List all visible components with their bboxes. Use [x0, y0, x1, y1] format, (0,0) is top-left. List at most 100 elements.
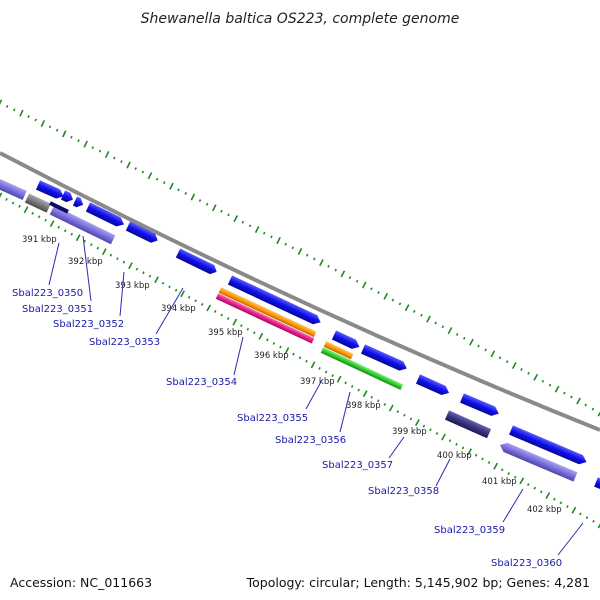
- gc-tick: [240, 324, 243, 328]
- gc-tick: [276, 236, 281, 244]
- gc-tick: [533, 486, 537, 490]
- gc-tick: [180, 290, 186, 298]
- gc-tick: [441, 325, 445, 329]
- gene-label-sbal223-0354[interactable]: Sbal223_0354: [166, 377, 237, 388]
- gc-tick: [448, 439, 452, 443]
- green-annotation-bar[interactable]: [320, 347, 404, 390]
- gc-tick: [174, 288, 178, 292]
- gene-feature[interactable]: [498, 440, 578, 482]
- scale-label: 401 kbp: [482, 477, 517, 487]
- gc-tick: [49, 220, 55, 228]
- gc-tick: [511, 362, 517, 369]
- gc-tick: [507, 472, 510, 475]
- gene-label-sbal223-0355[interactable]: Sbal223_0355: [237, 413, 308, 424]
- scale-label: 399 kbp: [392, 427, 427, 437]
- gene-label-sbal223-0353[interactable]: Sbal223_0353: [89, 337, 160, 348]
- gc-tick: [350, 385, 354, 388]
- gene-feature[interactable]: [0, 175, 27, 201]
- gc-tick: [481, 457, 484, 461]
- gene-label-sbal223-0357[interactable]: Sbal223_0357: [322, 460, 393, 471]
- gc-tick: [576, 397, 581, 405]
- gene-label-sbal223-0359[interactable]: Sbal223_0359: [434, 525, 505, 536]
- gc-tick: [334, 268, 338, 272]
- gene-label-sbal223-0350[interactable]: Sbal223_0350: [12, 288, 83, 299]
- gene-feature[interactable]: [594, 477, 600, 490]
- gene-feature[interactable]: [360, 344, 409, 373]
- gc-tick: [597, 523, 600, 529]
- gc-tick: [592, 519, 595, 523]
- gc-tick: [348, 276, 352, 279]
- gc-tick: [403, 413, 406, 417]
- gene-feature[interactable]: [60, 190, 75, 204]
- orange-annotation-bar[interactable]: [323, 341, 354, 360]
- gene-feature[interactable]: [125, 221, 160, 245]
- gc-tick: [248, 224, 252, 228]
- gene-feature[interactable]: [49, 201, 69, 214]
- gene-label-sbal223-0352[interactable]: Sbal223_0352: [53, 319, 124, 330]
- gc-tick: [298, 356, 302, 360]
- gene-label-sbal223-0358[interactable]: Sbal223_0358: [368, 486, 439, 497]
- gc-tick: [493, 462, 499, 470]
- gc-tick: [134, 167, 137, 170]
- gene-feature[interactable]: [85, 202, 126, 230]
- gc-tick: [527, 371, 530, 375]
- gc-tick: [305, 359, 308, 363]
- gc-tick: [206, 304, 212, 312]
- gene-feature[interactable]: [227, 275, 323, 326]
- gene-feature[interactable]: [49, 205, 116, 245]
- gene-feature[interactable]: [509, 425, 588, 466]
- gene-label-sbal223-0351[interactable]: Sbal223_0351: [22, 304, 93, 315]
- leader-line: [233, 336, 244, 376]
- label-leader-lines: [48, 235, 584, 556]
- gene-feature[interactable]: [72, 196, 85, 209]
- gc-tick: [0, 99, 3, 105]
- leader-line: [502, 488, 524, 523]
- gc-tick: [63, 229, 67, 233]
- gc-tick: [370, 395, 374, 399]
- gc-tick: [520, 368, 523, 371]
- gene-label-sbal223-0360[interactable]: Sbal223_0360: [491, 558, 562, 569]
- genome-backbone: [0, 151, 600, 432]
- gc-tick: [579, 512, 582, 516]
- gc-tick: [11, 201, 15, 205]
- gc-tick: [194, 299, 197, 303]
- magenta-annotation-bar[interactable]: [215, 293, 315, 344]
- gc-tick: [585, 516, 589, 520]
- gc-tick: [109, 253, 113, 257]
- scale-label: 396 kbp: [254, 351, 289, 361]
- gc-tick: [331, 374, 334, 378]
- gene-feature[interactable]: [460, 393, 501, 418]
- gene-feature[interactable]: [331, 330, 362, 351]
- gc-tick: [141, 170, 145, 174]
- gc-tick: [336, 375, 342, 383]
- gene-feature[interactable]: [444, 410, 492, 439]
- gene-feature[interactable]: [175, 248, 219, 277]
- leader-line: [435, 458, 451, 487]
- scale-label: 393 kbp: [115, 281, 150, 291]
- gc-tick: [484, 348, 487, 352]
- gc-tick: [27, 115, 30, 119]
- gene-feature[interactable]: [415, 374, 451, 397]
- gc-tick: [5, 198, 8, 201]
- gc-tick: [305, 253, 309, 257]
- gc-tick: [220, 313, 224, 317]
- gc-tick: [122, 260, 126, 264]
- gc-tick: [98, 149, 102, 153]
- scale-label: 395 kbp: [208, 328, 243, 338]
- gc-tick: [559, 501, 563, 505]
- gene-label-sbal223-0356[interactable]: Sbal223_0356: [275, 435, 346, 446]
- gc-tick: [147, 172, 153, 180]
- orange-annotation-bar[interactable]: [218, 287, 317, 338]
- gc-tick: [55, 128, 59, 132]
- gc-tick: [31, 211, 34, 215]
- gc-tick: [362, 390, 368, 398]
- gc-tick: [83, 140, 88, 148]
- gc-tick: [142, 271, 145, 275]
- gc-tick: [5, 104, 9, 108]
- leader-line: [82, 235, 92, 302]
- gc-tick: [355, 279, 359, 283]
- gene-feature[interactable]: [35, 180, 66, 201]
- gc-tick: [441, 433, 446, 441]
- gene-feature[interactable]: [24, 193, 51, 213]
- gc-tick: [500, 468, 504, 472]
